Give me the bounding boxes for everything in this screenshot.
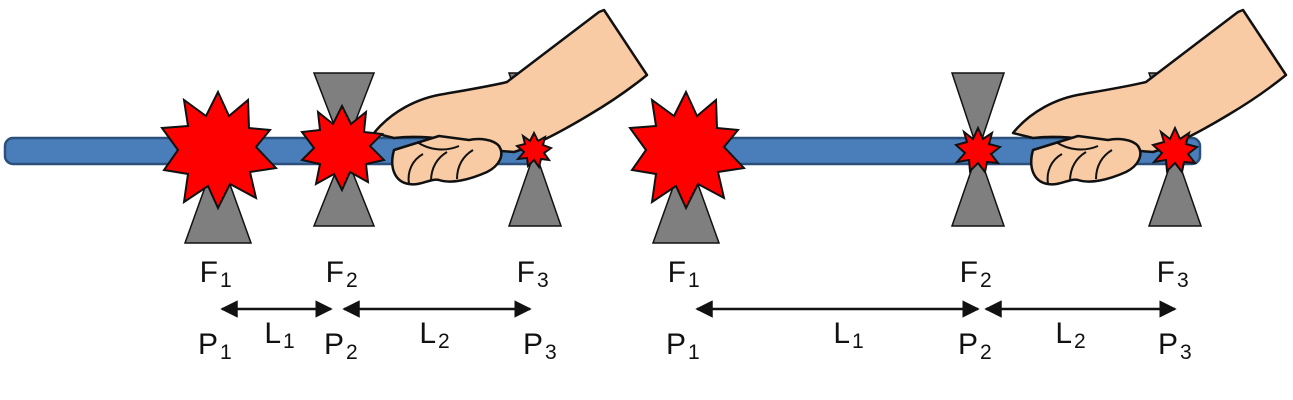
fulcrum-triangle	[507, 148, 563, 227]
force-burst	[953, 125, 1003, 175]
length-label-subscript: 1	[283, 330, 295, 353]
point-label-subscript: 2	[346, 341, 358, 364]
force-label-subscript: 1	[220, 269, 232, 292]
point-label-subscript: 2	[980, 341, 992, 364]
fulcrum-triangle	[312, 148, 376, 227]
hand-icon	[372, 8, 649, 186]
force-burst	[1150, 125, 1200, 175]
length-label: L	[264, 317, 281, 350]
point-label: P	[666, 328, 686, 361]
force-label: F	[326, 256, 344, 289]
point-label: P	[523, 328, 543, 361]
force-label-subscript: 1	[688, 269, 700, 292]
point-label-subscript: 1	[688, 341, 700, 364]
point-label-subscript: 1	[220, 341, 232, 364]
force-label-subscript: 3	[537, 269, 549, 292]
panel-2: F 1 F 2 F 3 P 1 P 2 P 3 L 1 L 2	[628, 8, 1288, 364]
fulcrum-triangle	[950, 148, 1006, 227]
length-label-subscript: 2	[438, 330, 450, 353]
point-label: P	[198, 328, 218, 361]
force-burst	[160, 89, 279, 211]
length-label-subscript: 2	[1074, 330, 1086, 353]
fulcrum-triangle	[1147, 148, 1203, 227]
point-label-subscript: 3	[545, 341, 557, 364]
panel-1: F 1 F 2 F 3 P 1 P 2 P 3 L 1 L 2	[3, 8, 649, 364]
force-label: F	[200, 256, 218, 289]
point-label-subscript: 3	[1180, 341, 1192, 364]
force-label-subscript: 3	[1177, 269, 1189, 292]
force-burst	[300, 103, 386, 193]
point-label: P	[324, 328, 344, 361]
fulcrum-triangle	[950, 72, 1006, 154]
force-burst	[628, 89, 747, 211]
point-label: P	[1158, 328, 1178, 361]
point-label: P	[958, 328, 978, 361]
hand-icon	[1011, 8, 1288, 186]
force-label: F	[668, 256, 686, 289]
force-label-subscript: 2	[980, 269, 992, 292]
force-burst	[514, 130, 554, 170]
force-label: F	[517, 256, 535, 289]
length-label: L	[833, 317, 850, 350]
length-label: L	[1055, 317, 1072, 350]
force-label-subscript: 2	[346, 269, 358, 292]
length-label-subscript: 1	[852, 330, 864, 353]
length-label: L	[419, 317, 436, 350]
force-label: F	[960, 256, 978, 289]
force-label: F	[1157, 256, 1175, 289]
